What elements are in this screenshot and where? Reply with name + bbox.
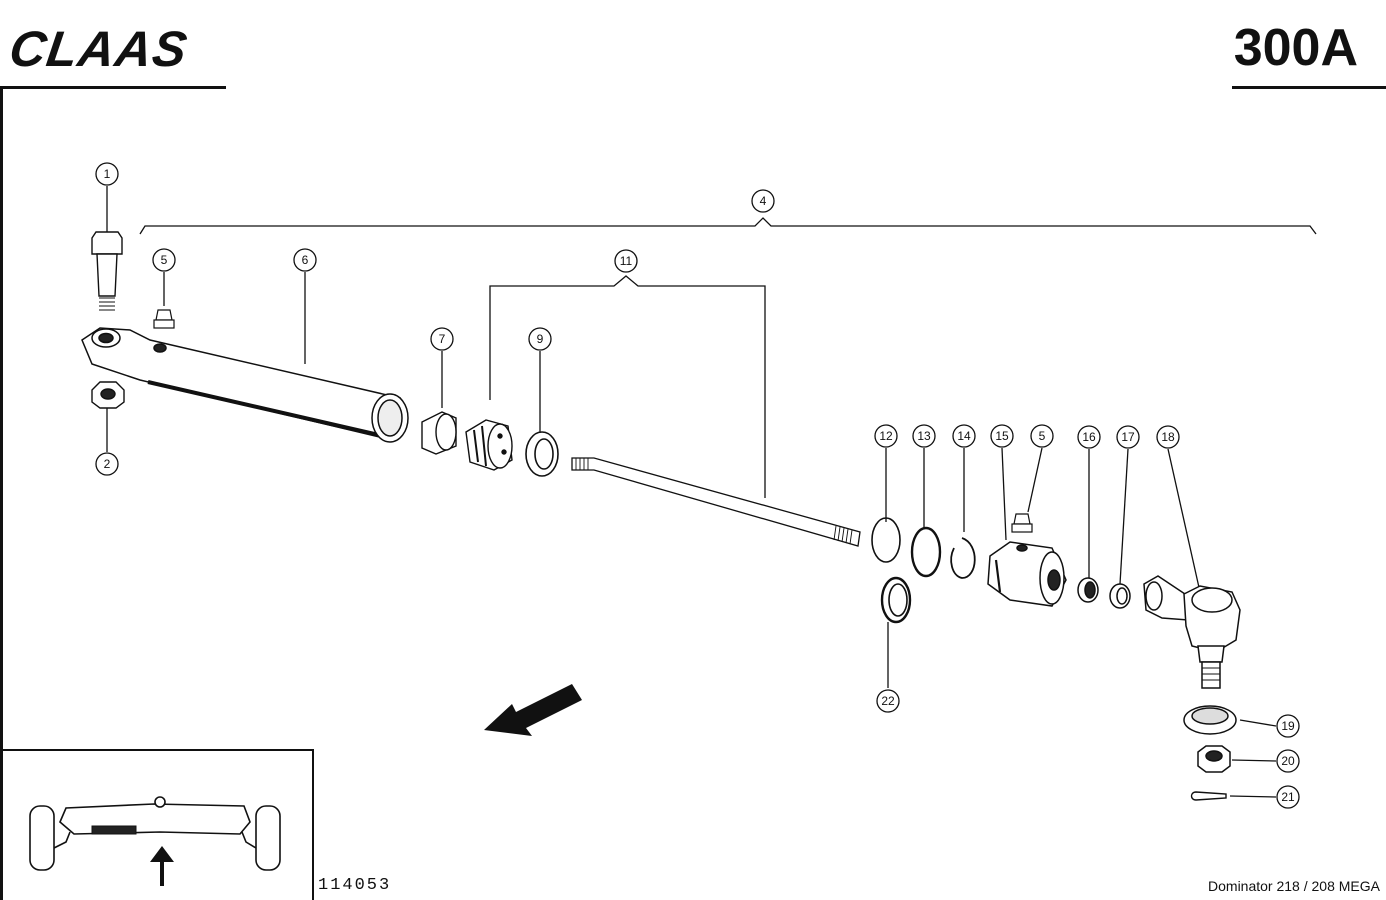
drawing-number: 114053: [318, 876, 392, 895]
split-pin-part: [1190, 791, 1227, 801]
callout-circles: [95, 162, 1300, 809]
callout-labels: 1 2 4 5 6 7 9 11 12 13 14 15 5 16 17 18 …: [104, 167, 1295, 804]
callout-label: 9: [537, 332, 544, 346]
callout-label: 12: [879, 429, 893, 443]
ball-joint-part: [1143, 575, 1241, 689]
dust-boot-part: [1183, 705, 1237, 735]
callout-label: 5: [161, 253, 168, 267]
model-name: Dominator 218 / 208 MEGA: [1208, 878, 1380, 894]
direction-arrow-icon: [484, 684, 582, 736]
piston-part: [465, 419, 513, 471]
logo-underline: [0, 86, 226, 89]
page-code-underline: [1232, 86, 1386, 89]
callout-label: 11: [620, 254, 633, 268]
callout-label: 19: [1281, 719, 1295, 733]
o-rings-group: [871, 517, 976, 624]
callout-label: 14: [957, 429, 971, 443]
frame-left-border: [0, 88, 3, 900]
nut-part: [91, 381, 125, 409]
castle-nut-part: [1197, 745, 1231, 773]
callout-label: 16: [1082, 430, 1096, 444]
callout-label: 15: [995, 429, 1009, 443]
callout-label: 21: [1281, 790, 1295, 804]
callout-label: 22: [881, 694, 895, 708]
bracket-4: [139, 217, 1317, 235]
grease-nipple-right-part: [1011, 513, 1033, 533]
seal-ring-part: [525, 431, 559, 477]
grease-nipple-part: [153, 309, 175, 329]
locator-inset: [3, 749, 314, 900]
callout-label: 1: [104, 167, 111, 181]
bushing-part: [421, 411, 457, 455]
callout-label: 5: [1039, 429, 1046, 443]
callout-label: 2: [104, 457, 111, 471]
callout-label: 18: [1161, 430, 1175, 444]
clamp-ring-part: [1109, 583, 1131, 609]
cylinder-head-part: [987, 541, 1067, 607]
callout-label: 4: [760, 194, 767, 208]
lock-nut-part: [1077, 577, 1099, 603]
callout-label: 13: [917, 429, 931, 443]
page-code: 300A: [1233, 19, 1358, 77]
cylinder-tube-part: [81, 327, 409, 443]
bolt-part: [91, 231, 123, 311]
bracket-11: [489, 275, 766, 498]
locator-arrow-icon: [150, 846, 174, 886]
callout-label: 6: [302, 253, 309, 267]
callout-label: 17: [1121, 430, 1135, 444]
callout-label: 20: [1281, 754, 1295, 768]
piston-rod-part: [571, 457, 861, 547]
callout-label: 7: [439, 332, 446, 346]
